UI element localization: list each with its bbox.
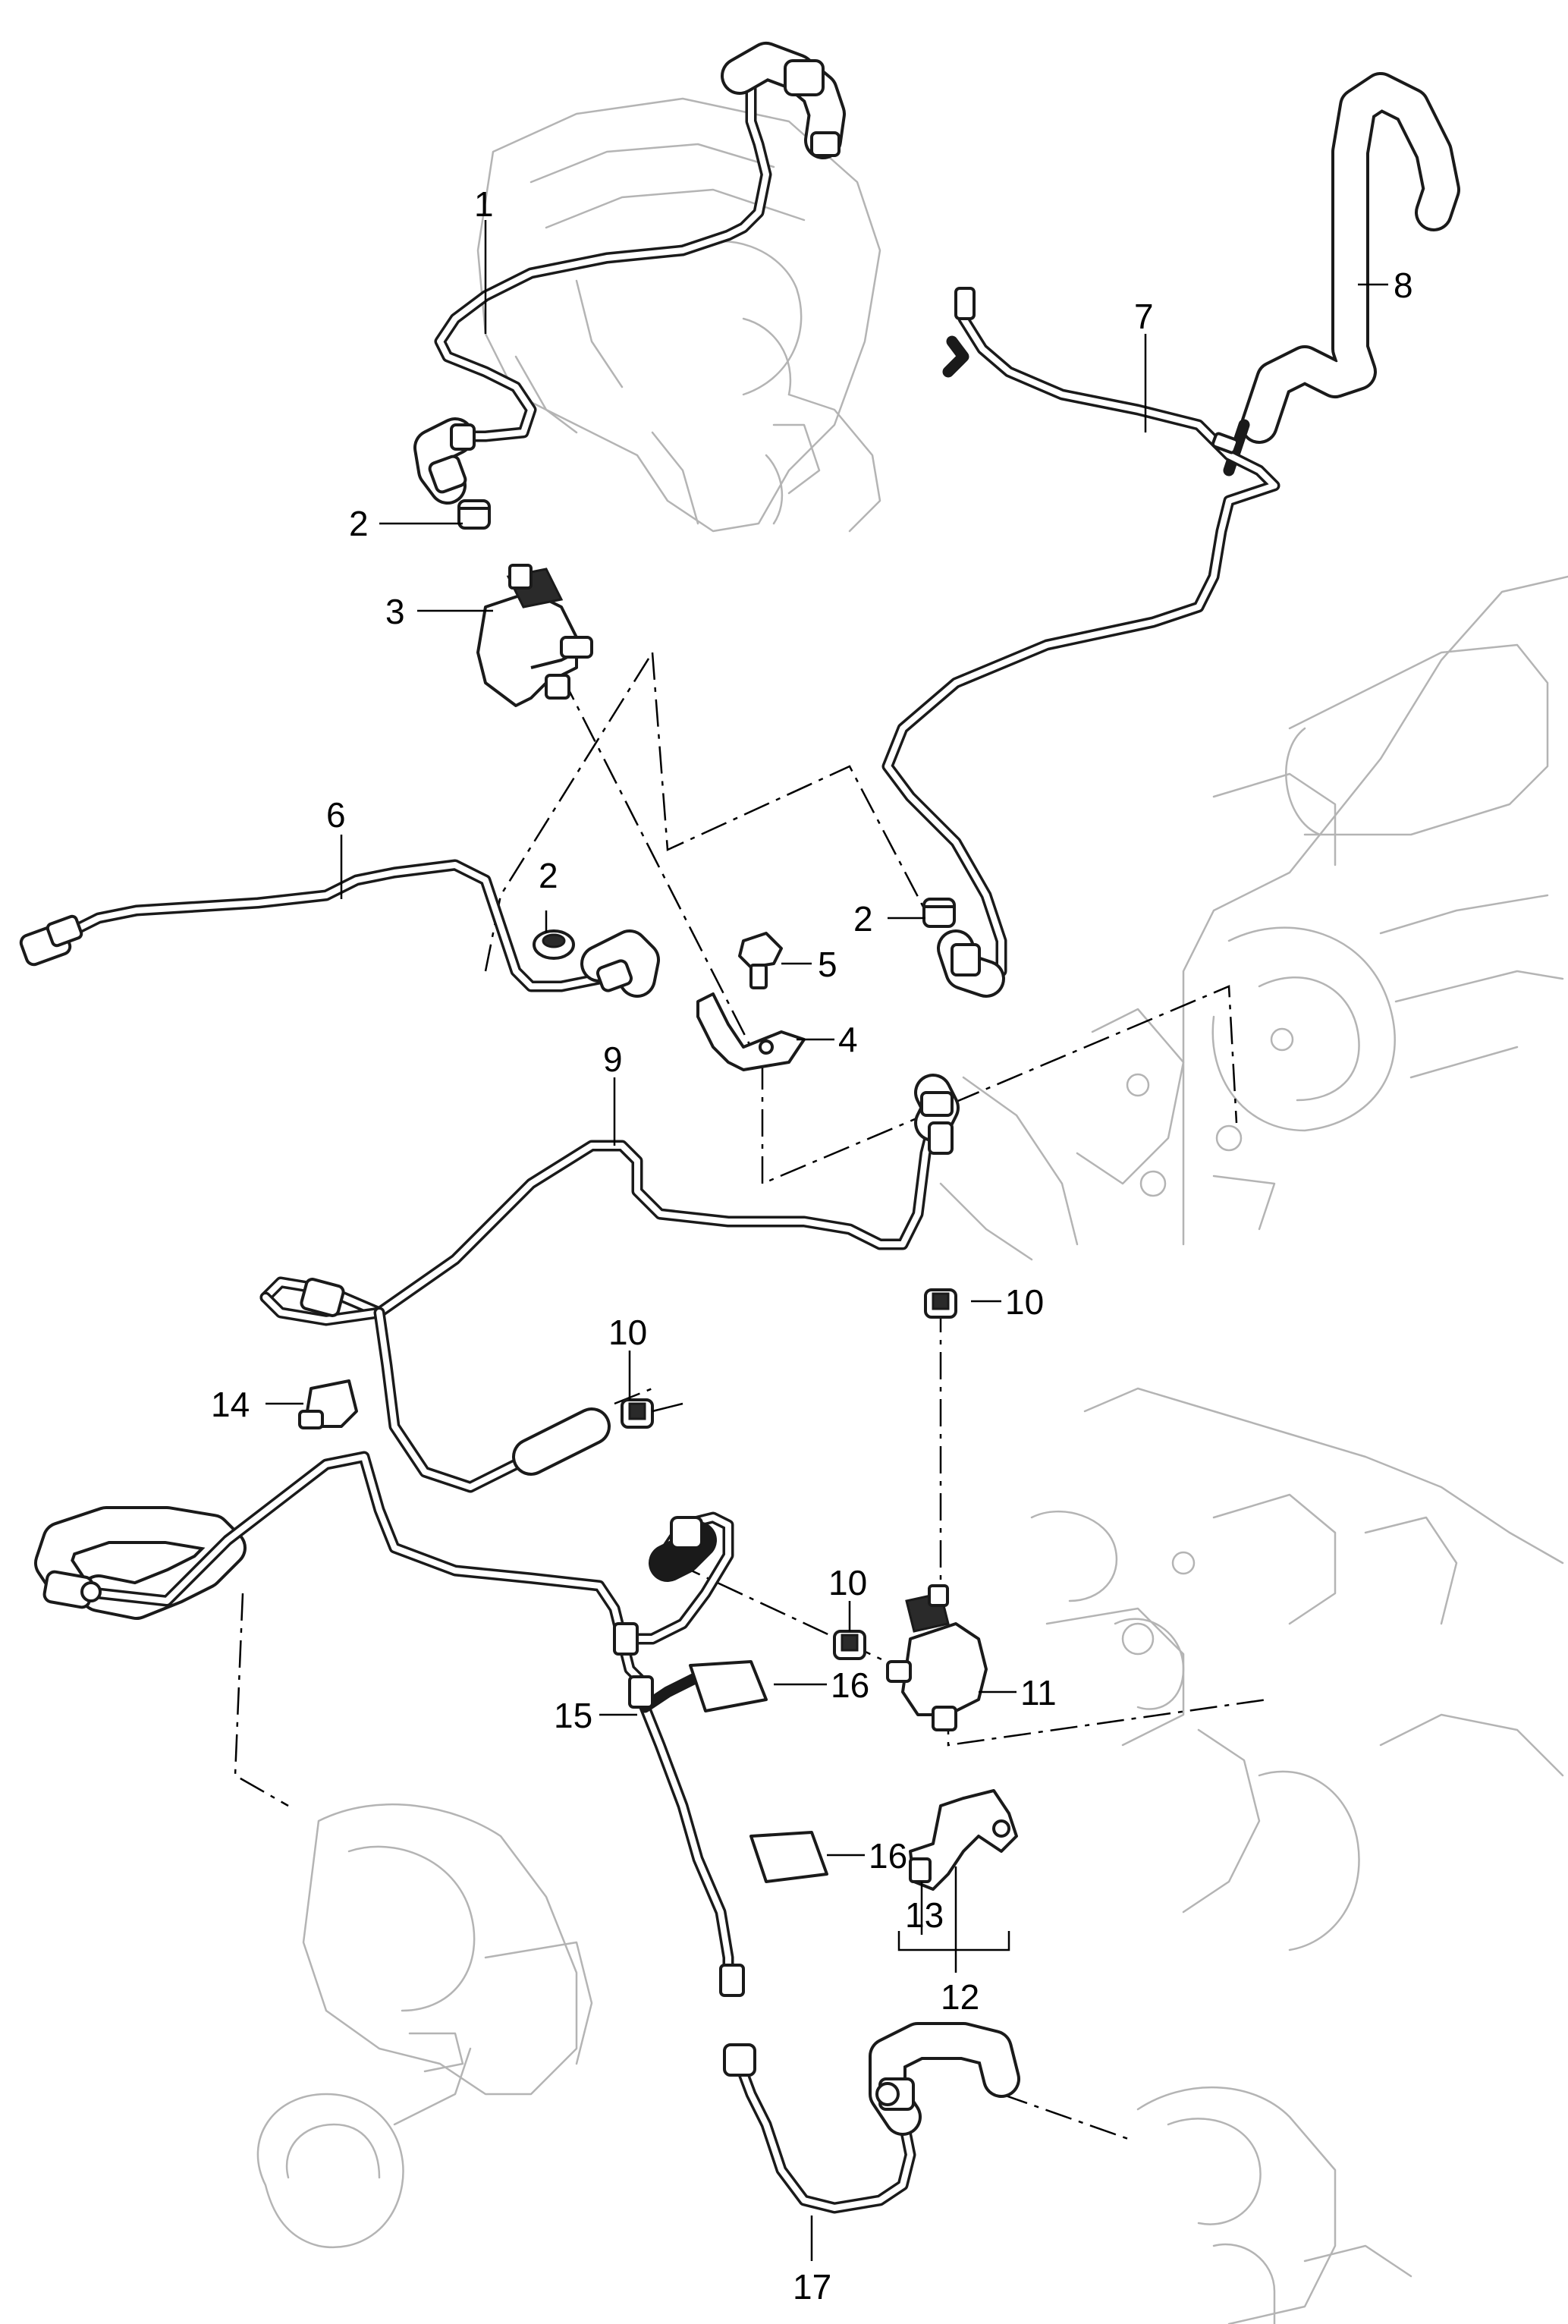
hose-clamp-10-upper <box>924 1288 957 1319</box>
callout-2-upper: 2 <box>349 504 369 543</box>
vacuum-line-9 <box>259 1074 960 1326</box>
vacuum-line-9-branch <box>373 1307 611 1493</box>
sleeve-16-upper <box>689 1660 768 1712</box>
hose-clamp-10-middle <box>621 1398 654 1429</box>
callout-16-upper: 16 <box>831 1665 869 1705</box>
callout-4: 4 <box>838 1020 858 1059</box>
bracket-12 <box>909 1789 1018 1891</box>
vacuum-line-1 <box>413 42 846 505</box>
solenoid-valve-11 <box>886 1584 988 1731</box>
intake-manifold-outline <box>476 97 881 533</box>
callout-17: 17 <box>793 2267 831 2307</box>
callout-numbers: 1 2 3 4 5 6 7 8 9 2 2 10 10 10 11 12 13 … <box>211 184 1413 2307</box>
callout-11: 11 <box>1020 1673 1057 1712</box>
bracket-4 <box>696 992 806 1071</box>
callout-5: 5 <box>818 945 837 984</box>
callout-leaders <box>266 220 1388 2261</box>
pipes-and-hoses <box>19 42 1460 2214</box>
hose-clamp-2-left <box>533 929 575 960</box>
starter-motor-outline <box>939 575 1568 1261</box>
callout-7: 7 <box>1134 297 1154 336</box>
callout-9: 9 <box>603 1039 623 1079</box>
callout-3: 3 <box>385 592 405 631</box>
callout-2-middle-left: 2 <box>539 856 558 895</box>
lower-manifold-outline <box>1030 1387 1564 1951</box>
callout-6: 6 <box>326 795 346 835</box>
callout-14: 14 <box>211 1385 250 1424</box>
background-engine-art <box>256 97 1568 2324</box>
callout-13: 13 <box>905 1895 944 1935</box>
callout-10-middle: 10 <box>608 1313 647 1352</box>
callout-16-lower: 16 <box>869 1836 907 1876</box>
solenoid-valve-3 <box>476 564 593 707</box>
bolt-5 <box>738 932 783 989</box>
sleeve-16-lower <box>749 1831 828 1883</box>
callout-2-middle-right: 2 <box>853 899 873 939</box>
left-turbocharger-outline <box>256 1804 593 2249</box>
callout-10-upper: 10 <box>1005 1282 1044 1322</box>
callout-8: 8 <box>1394 266 1413 305</box>
hose-clamp-2-right <box>922 898 981 976</box>
callout-12: 12 <box>941 1977 979 2017</box>
callout-1: 1 <box>474 184 494 224</box>
connector-14 <box>298 1379 358 1429</box>
vacuum-line-15 <box>34 1451 745 1997</box>
hose-clamp-10-lower <box>833 1630 866 1660</box>
callout-10-lower: 10 <box>828 1563 867 1602</box>
vacuum-line-17 <box>723 2022 1020 2214</box>
vacuum-line-6 <box>19 859 660 998</box>
hose-clamp-2-upper <box>457 499 491 530</box>
callout-15: 15 <box>554 1696 592 1735</box>
vacuum-line-7 <box>881 287 1280 998</box>
components <box>298 499 1018 1891</box>
right-turbocharger-outline <box>1136 2087 1412 2324</box>
